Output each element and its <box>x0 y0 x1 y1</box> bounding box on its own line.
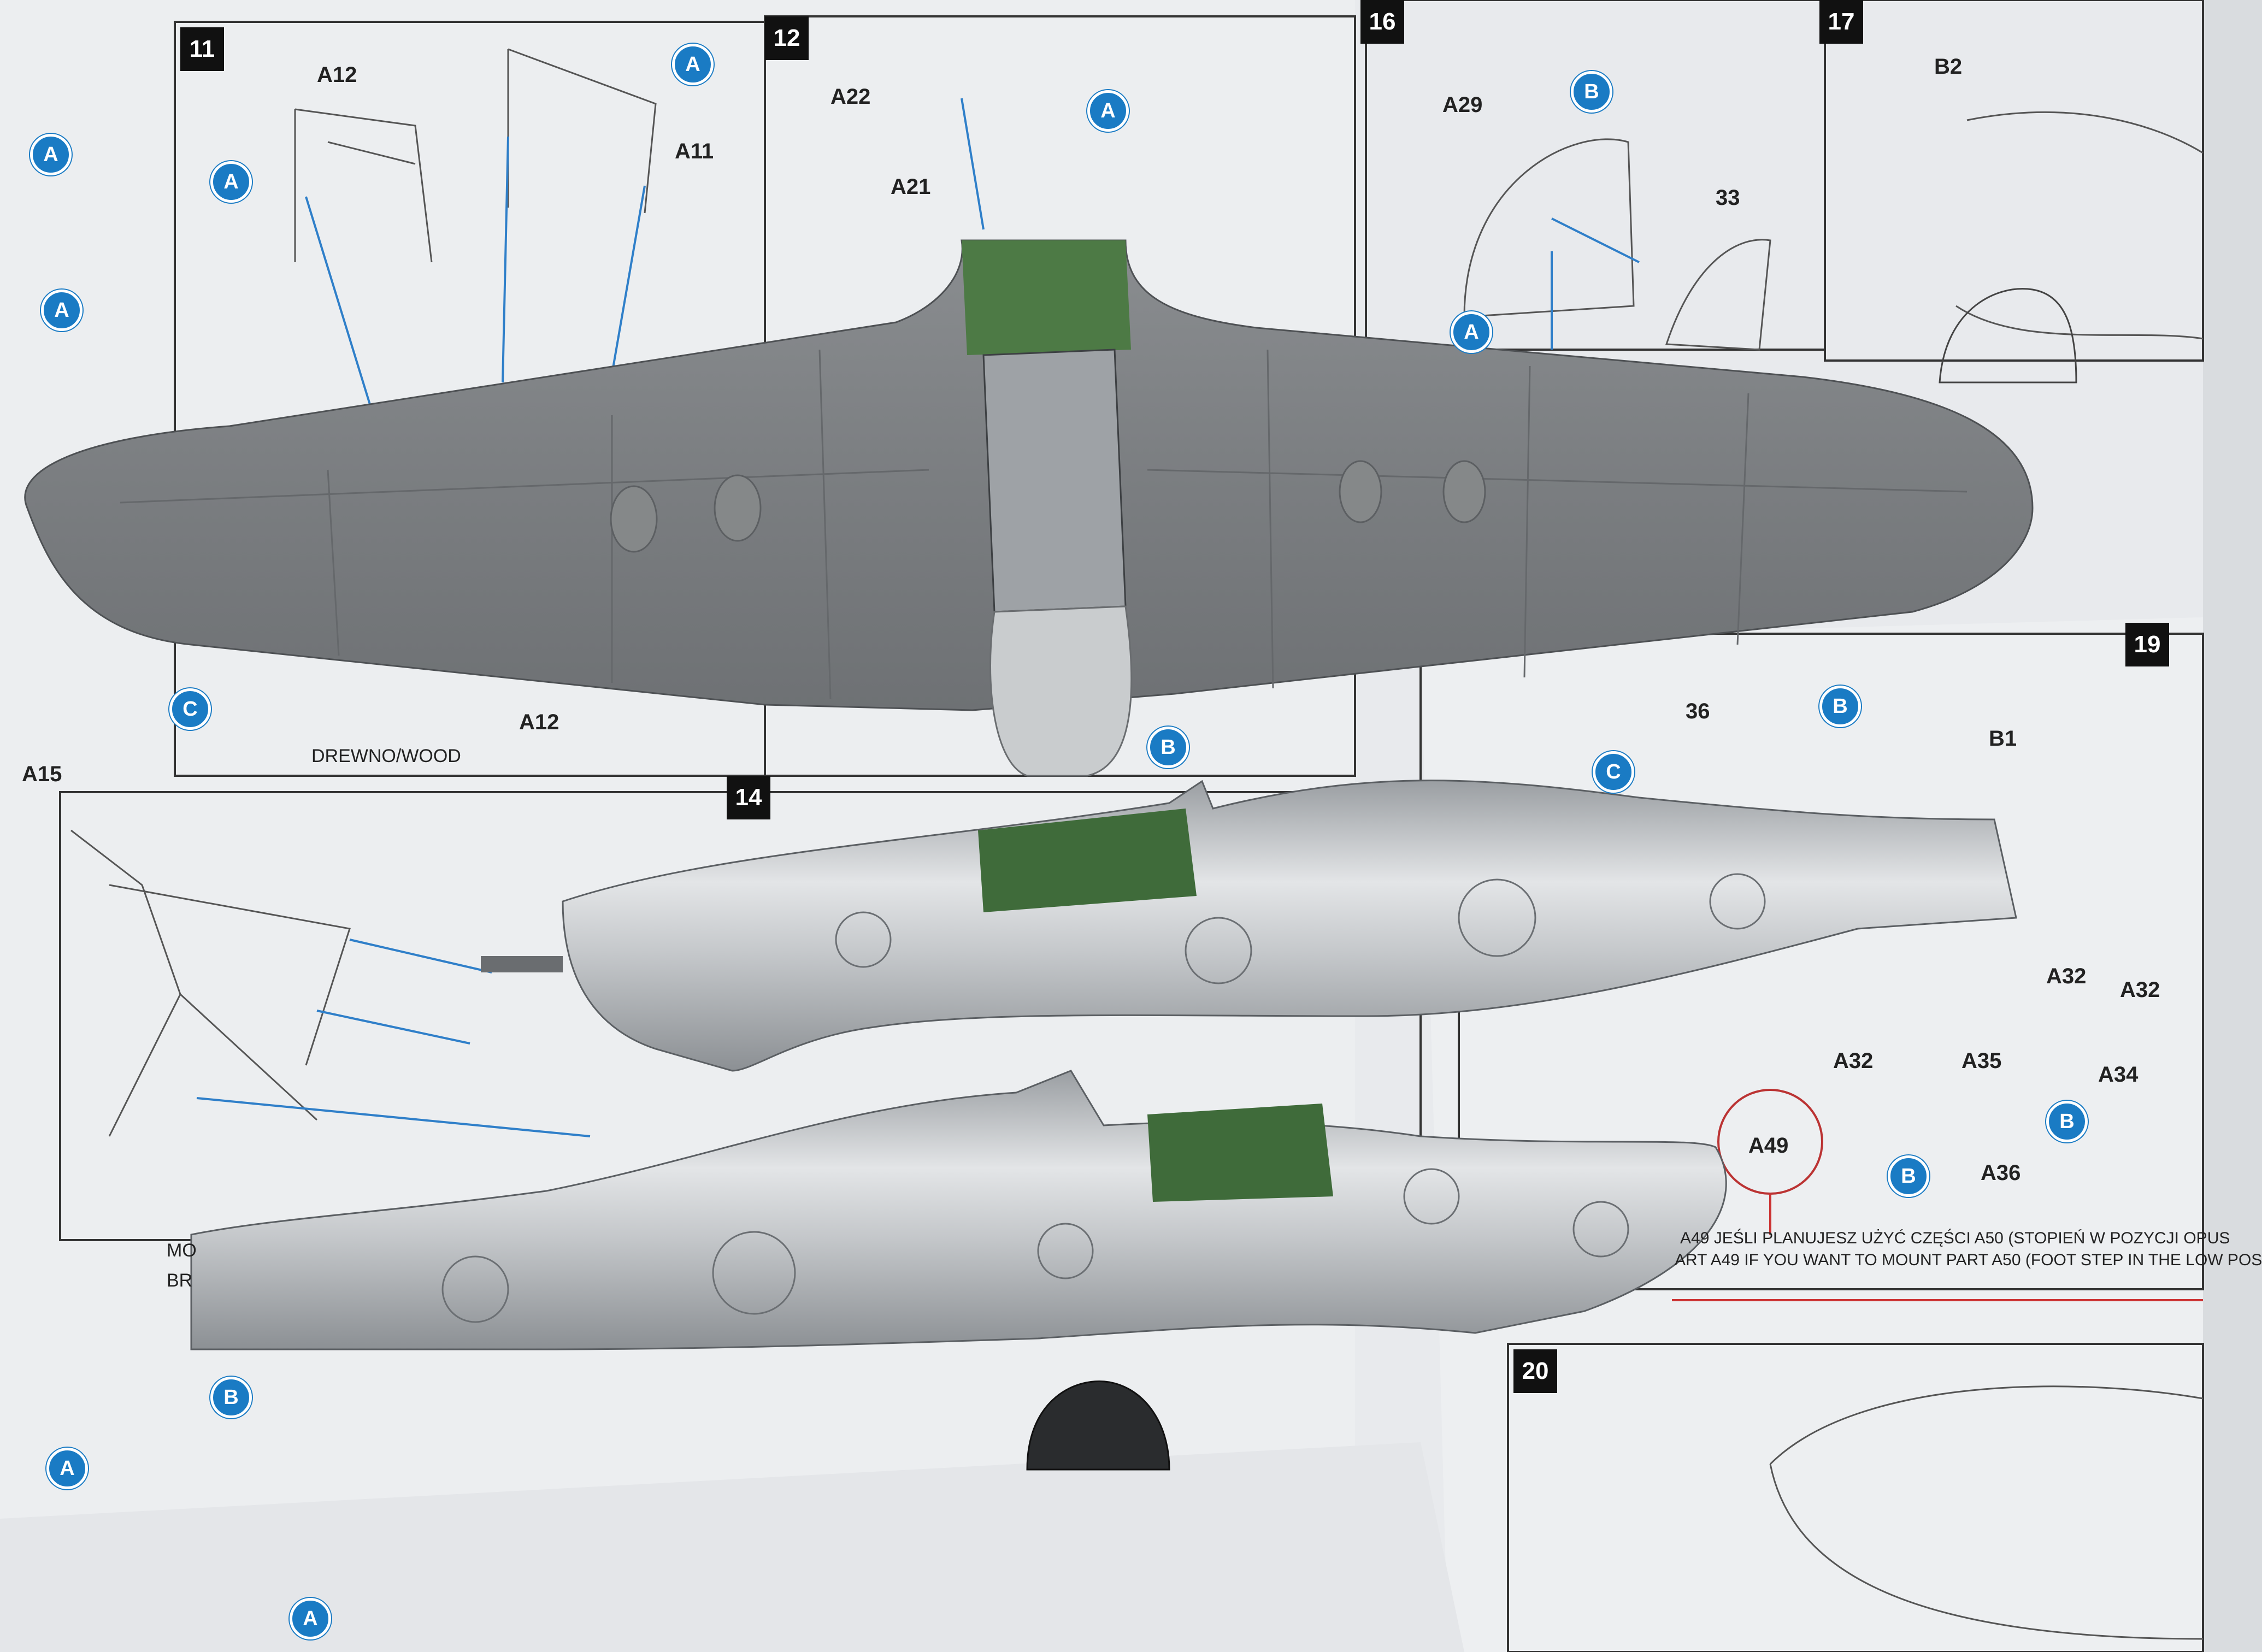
access-panel <box>1458 878 1536 957</box>
part-badge-b: B <box>1147 727 1189 768</box>
step-number-17: 17 <box>1819 0 1863 44</box>
part-label: A12 <box>317 63 357 87</box>
instruction-note-pl: A49 JEŚLI PLANUJESZ UŻYĆ CZĘŚCI A50 (STO… <box>1680 1229 2230 1247</box>
access-panel <box>441 1255 509 1323</box>
undercarriage-sketch <box>70 829 351 1137</box>
fuselage-sketch-step20 <box>1769 1385 2204 1640</box>
part-label: A32 <box>2046 964 2087 988</box>
wing-cockpit-green <box>962 240 1131 355</box>
access-panel <box>1037 1223 1094 1279</box>
part-label: B1 <box>1989 727 2017 751</box>
wing-panel-lines <box>120 349 1968 700</box>
part-label: A34 <box>2098 1063 2139 1087</box>
instruction-note-en: ART A49 IF YOU WANT TO MOUNT PART A50 (F… <box>1675 1251 2262 1269</box>
part-label: A11 <box>675 139 714 163</box>
part-label: A15 <box>22 762 62 786</box>
background-drawing <box>0 0 2204 1652</box>
part-badge-a: A <box>210 161 252 203</box>
part-label: A29 <box>1442 93 1483 117</box>
access-panel <box>712 1231 796 1315</box>
fuselage-lower-cockpit <box>1147 1104 1333 1202</box>
frame-sketch-a12 <box>294 108 433 263</box>
access-panel <box>1185 917 1252 984</box>
instrument-panel-sketch <box>1939 288 2077 384</box>
part-label: 36 <box>1686 699 1710 723</box>
fuselage-upper-gun <box>481 956 563 972</box>
fuselage-half-upper <box>562 780 2017 1072</box>
wing-bulge-3 <box>1339 460 1382 523</box>
part-badge-a: A <box>672 44 714 85</box>
access-panel <box>1709 873 1766 930</box>
step-number-19: 19 <box>2125 623 2169 666</box>
part-badge-b: B <box>1819 686 1861 727</box>
part-badge-b: B <box>1571 71 1612 113</box>
part-badge-a: A <box>1451 311 1492 353</box>
part-label: MO <box>167 1240 197 1261</box>
access-panel <box>1403 1168 1460 1225</box>
part-label-wood: DREWNO/WOOD <box>311 746 461 766</box>
fuselage-sketch-top-right <box>1955 111 2204 340</box>
part-badge-a: A <box>41 290 83 331</box>
access-panel <box>1572 1201 1629 1258</box>
part-badge-b: B <box>2046 1101 2088 1142</box>
access-panel <box>835 911 892 968</box>
part-label: A36 <box>1981 1161 2021 1185</box>
fuselage-half-lower <box>190 1070 1727 1350</box>
part-badge-a: A <box>46 1448 88 1489</box>
wing-bulge-4 <box>1442 460 1486 523</box>
wing-bulge-1 <box>610 485 658 553</box>
part-label: A32 <box>1833 1049 1874 1073</box>
instrument-panel-bottom <box>1026 1380 1170 1471</box>
part-label: 33 <box>1716 186 1740 210</box>
part-badge-c: C <box>169 688 211 730</box>
part-badge-c: C <box>1593 751 1634 793</box>
part-label: A12 <box>519 710 559 734</box>
part-label: BR <box>167 1270 193 1291</box>
part-label: A22 <box>830 85 871 109</box>
red-notice-line <box>1672 1194 2203 1301</box>
sheet-bottom <box>0 1442 1464 1652</box>
step-number-12: 12 <box>765 16 809 60</box>
part-badge-b: B <box>1888 1155 1929 1197</box>
part-label: A35 <box>1961 1049 2002 1073</box>
frame-step-20 <box>1507 1343 2204 1652</box>
part-badge-a: A <box>30 134 72 175</box>
step-number-20: 20 <box>1513 1349 1557 1393</box>
frame-step-17 <box>1824 0 2204 362</box>
step-number-14: 14 <box>727 776 770 819</box>
wing-bulge-2 <box>714 474 762 542</box>
panel-sketch-a29 <box>1463 138 1635 318</box>
part-badge-a: A <box>1087 90 1129 132</box>
part-label: A21 <box>891 175 931 199</box>
sheet-right-lower <box>1421 617 2203 1652</box>
part-label: A49 <box>1748 1134 1789 1158</box>
part-label: A32 <box>2120 978 2160 1002</box>
wing-cockpit-well <box>982 349 1127 613</box>
part-label: B2 <box>1934 55 1963 79</box>
canopy-sketch <box>1665 239 1771 351</box>
step-number-16: 16 <box>1360 0 1404 44</box>
part-badge-a: A <box>290 1598 331 1639</box>
wing-silver-nose <box>989 605 1133 777</box>
step-number-11: 11 <box>180 27 224 71</box>
part-badge-b: B <box>210 1377 252 1418</box>
fuselage-upper-cockpit <box>978 809 1197 912</box>
